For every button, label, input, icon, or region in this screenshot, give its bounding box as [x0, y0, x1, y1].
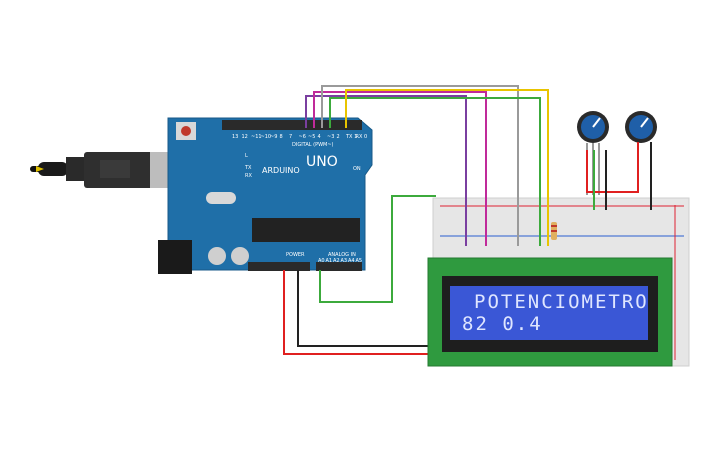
analog-header — [316, 262, 362, 271]
potentiometer-2[interactable] — [625, 111, 657, 143]
tx-label: TX — [244, 165, 252, 171]
lcd-module: POTENCIOMETRO 82 0.4 — [427, 257, 673, 367]
digital-pin-label: 8 — [280, 134, 283, 140]
power-jack — [158, 240, 192, 274]
digital-pin-label: RX 0 — [356, 134, 368, 140]
digital-pin-label: ~9 — [270, 134, 277, 140]
lcd-line-1: POTENCIOMETRO — [474, 291, 649, 313]
wire-red-pot — [586, 142, 639, 193]
digital-pin-label: 12 — [242, 134, 248, 140]
digital-pin-label: ~3 — [327, 134, 334, 140]
digital-pin-label: ~11 — [251, 134, 262, 140]
digital-pin-label: ~6 — [299, 134, 306, 140]
digital-pin-label: 7 — [289, 134, 292, 140]
power-label: POWER — [286, 252, 305, 258]
atmega-chip — [252, 218, 360, 242]
digital-pin-label: TX 1 — [345, 134, 357, 140]
digital-pin-label: 4 — [318, 134, 321, 140]
lcd-screen — [450, 286, 648, 340]
wire-green-analog — [319, 195, 436, 303]
wire-magenta — [313, 91, 487, 246]
lcd-line-2: 82 0.4 — [462, 313, 543, 335]
arduino-brand: ARDUINO — [262, 166, 300, 175]
analog-pin-label: A3 — [341, 258, 348, 264]
digital-pin-label: ~10 — [261, 134, 272, 140]
analog-label: ANALOG IN — [328, 252, 356, 258]
arduino-board: DIGITAL (PWM~) ARDUINO UNO ON TX RX L PO… — [158, 117, 373, 274]
wires — [283, 85, 652, 355]
digital-pin-label: ~5 — [308, 134, 315, 140]
wire-red-5v — [283, 270, 436, 355]
power-header — [248, 262, 310, 271]
l-label: L — [245, 153, 248, 159]
wire-yellow — [345, 89, 549, 246]
analog-pin-label: A4 — [348, 258, 355, 264]
analog-pin-label: A0 — [318, 258, 325, 264]
digital-pin-label: 2 — [337, 134, 340, 140]
digital-pin-label: 13 — [232, 134, 238, 140]
analog-pin-label: A1 — [326, 258, 333, 264]
rx-label: RX — [245, 173, 252, 179]
crystal — [206, 192, 236, 204]
analog-pin-label: A5 — [356, 258, 363, 264]
digital-label: DIGITAL (PWM~) — [292, 142, 334, 148]
on-led-label: ON — [353, 166, 361, 172]
wire-green-top — [329, 97, 541, 246]
analog-pin-label: A2 — [333, 258, 340, 264]
wire-gray — [321, 85, 519, 246]
board-model: UNO — [306, 154, 338, 170]
resistor — [551, 222, 557, 240]
digital-header — [222, 120, 362, 130]
wire-purple — [305, 95, 467, 246]
wire-black-gnd — [297, 270, 436, 347]
